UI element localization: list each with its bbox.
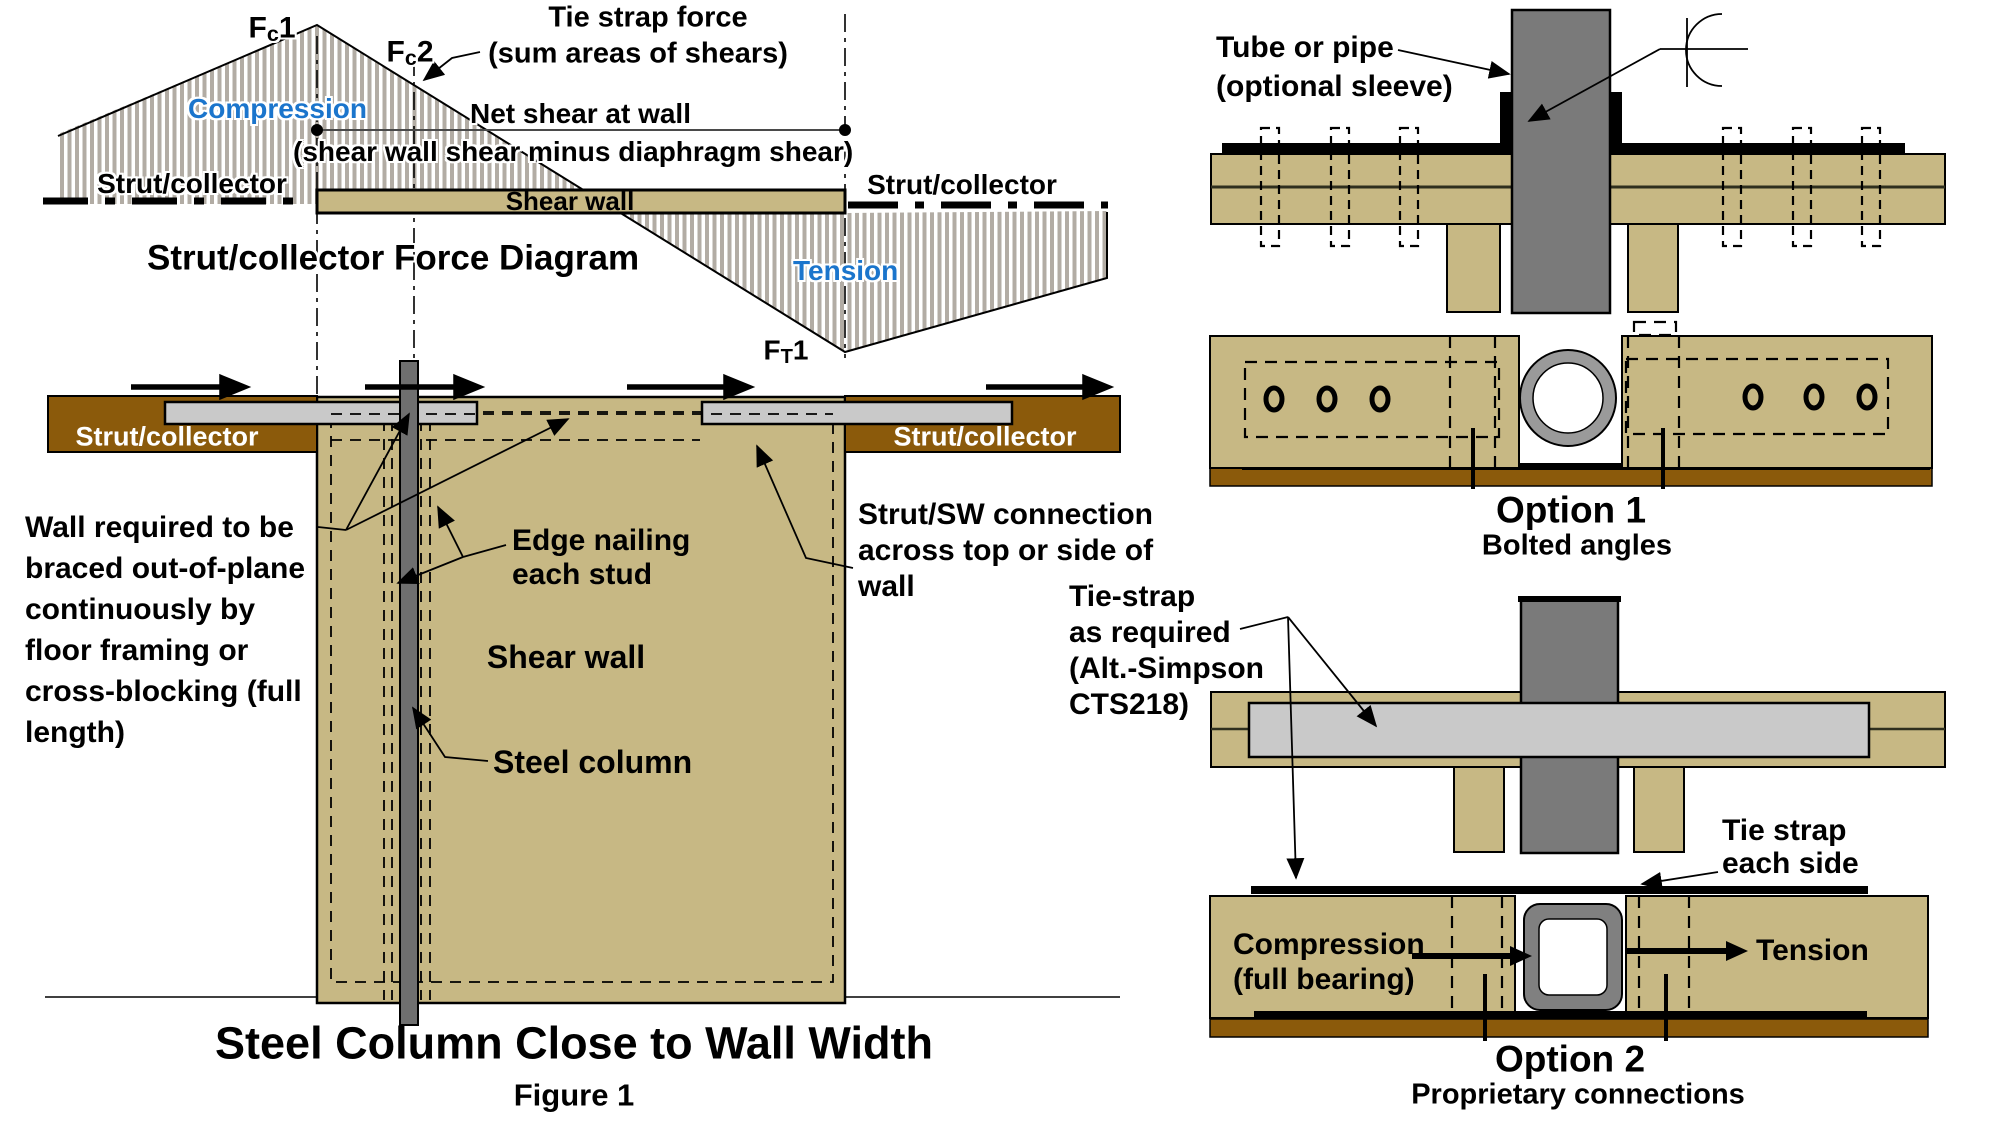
opt1-bolts-dashed xyxy=(1259,126,1882,248)
opt1-top-plate-left xyxy=(1222,143,1512,155)
opt2-tie-strap-bar xyxy=(1247,701,1871,759)
tie-strap-force-label-2: (sum areas of shears) xyxy=(488,37,788,70)
opt1-top-plate-right xyxy=(1610,143,1905,155)
opt1-plan-wood-right xyxy=(1621,335,1933,469)
compression-note: Compression (full bearing) xyxy=(1233,928,1425,996)
option2-title: Option 2 xyxy=(1494,1038,1646,1080)
tension-label: Tension xyxy=(793,255,899,286)
compression-hatch-area xyxy=(58,25,585,204)
steel-column-bar xyxy=(399,360,419,1026)
tie-strap-side-note: Tie strap each side xyxy=(1722,814,1859,880)
net-shear-label: Net shear at wall xyxy=(470,98,691,129)
weld-leader-arrow xyxy=(1527,48,1661,122)
tie-strap-note: Tie-strap as required (Alt.-Simpson CTS2… xyxy=(1069,580,1264,721)
opt1-pipe-inner xyxy=(1532,362,1604,434)
opt1-post-left xyxy=(1446,223,1501,313)
pipe-weld-symbol xyxy=(1660,13,1748,87)
strut-sw-leader-arrow xyxy=(756,444,854,569)
tension-arrow xyxy=(1626,941,1748,961)
edge-nailing-note: Edge nailing each stud xyxy=(512,524,691,591)
shear-wall-bar-label: Shear wall xyxy=(505,186,635,216)
net-shear-label-2: (shear wall shear minus diaphragm shear) xyxy=(293,136,854,167)
compression-arrow xyxy=(1412,946,1532,966)
opt1-sleeve-right xyxy=(1609,92,1622,152)
tie-strap-force-leader-arrow xyxy=(422,51,481,82)
strut-collector-right-label: Strut/collector xyxy=(867,169,1057,200)
elevation-shear-wall xyxy=(315,395,847,1005)
opt2-hss-inner xyxy=(1538,918,1608,996)
tension-note: Tension xyxy=(1756,934,1869,967)
opt2-plan-wood-right xyxy=(1625,895,1929,1019)
opt1-plan-strip-edge xyxy=(1242,463,1930,470)
strap-plate-right xyxy=(700,400,1014,426)
fc2-label: Fc2 xyxy=(386,35,434,71)
wall-required-leader-arrows xyxy=(317,412,570,531)
tube-pipe-note: Tube or pipe (optional sleeve) xyxy=(1216,31,1453,103)
steel-column-leader-arrow xyxy=(412,706,489,762)
elev-strut-right-label: Strut/collector xyxy=(893,421,1077,452)
tie-strap-leader-arrows xyxy=(1239,616,1378,880)
edge-nailing-perimeter-dashed xyxy=(330,411,834,983)
force-diagram-title: Strut/collector Force Diagram xyxy=(147,238,640,278)
figure-caption: Figure 1 xyxy=(513,1077,635,1113)
opt2-plan-brown-strip xyxy=(1209,1018,1929,1038)
net-shear-dot-right xyxy=(839,124,851,136)
fc1-label: Fc1 xyxy=(248,11,296,47)
elev-strut-left-label: Strut/collector xyxy=(75,421,259,452)
tube-pipe-leader-arrow xyxy=(1397,49,1511,79)
opt2-plan-strap-top xyxy=(1251,886,1868,894)
shear-wall-bar xyxy=(315,188,847,215)
opt1-plan-brown-strip xyxy=(1209,467,1933,487)
opt1-plan-angle-dashed xyxy=(1243,320,1890,468)
option1-subtitle: Bolted angles xyxy=(1481,529,1673,562)
opt1-bolt-holes xyxy=(1263,383,1878,413)
net-shear-dot-left xyxy=(311,124,323,136)
tie-strap-side-leader-arrow xyxy=(1640,871,1719,890)
opt2-post-left xyxy=(1453,766,1505,853)
diaphragm-shear-arrows xyxy=(131,373,1115,401)
opt2-section-ticks xyxy=(1483,974,1668,1041)
compression-label: Compression xyxy=(188,93,367,124)
tie-strap-force-label: Tie strap force xyxy=(548,1,748,34)
edge-nailing-leader-arrows xyxy=(396,505,507,585)
wall-required-note: Wall required to be braced out-of-plane … xyxy=(25,511,306,749)
opt1-plan-wood-left xyxy=(1209,335,1520,469)
option2-subtitle: Proprietary connections xyxy=(1411,1078,1745,1111)
opt1-steel-column xyxy=(1510,8,1612,315)
opt1-post-right xyxy=(1627,223,1679,313)
option1-title: Option 1 xyxy=(1495,489,1647,531)
opt2-post-right xyxy=(1633,766,1685,853)
ft1-label: FT1 xyxy=(763,334,809,369)
force-envelope-line xyxy=(57,23,1108,354)
steel-column-label: Steel column xyxy=(493,744,693,780)
opt2-plan-strap-bottom xyxy=(1254,1011,1867,1019)
tension-hatch-area xyxy=(621,211,1107,352)
opt1-sleeve-left xyxy=(1500,92,1513,152)
elev-shear-wall-label: Shear wall xyxy=(486,639,646,675)
opt2-column-cap xyxy=(1518,596,1621,602)
strut-collector-left-label: Strut/collector xyxy=(97,168,287,199)
strut-sw-note: Strut/SW connection across top or side o… xyxy=(858,498,1154,603)
opt1-section-ticks xyxy=(1471,428,1665,489)
page-title: Steel Column Close to Wall Width xyxy=(215,1017,933,1069)
